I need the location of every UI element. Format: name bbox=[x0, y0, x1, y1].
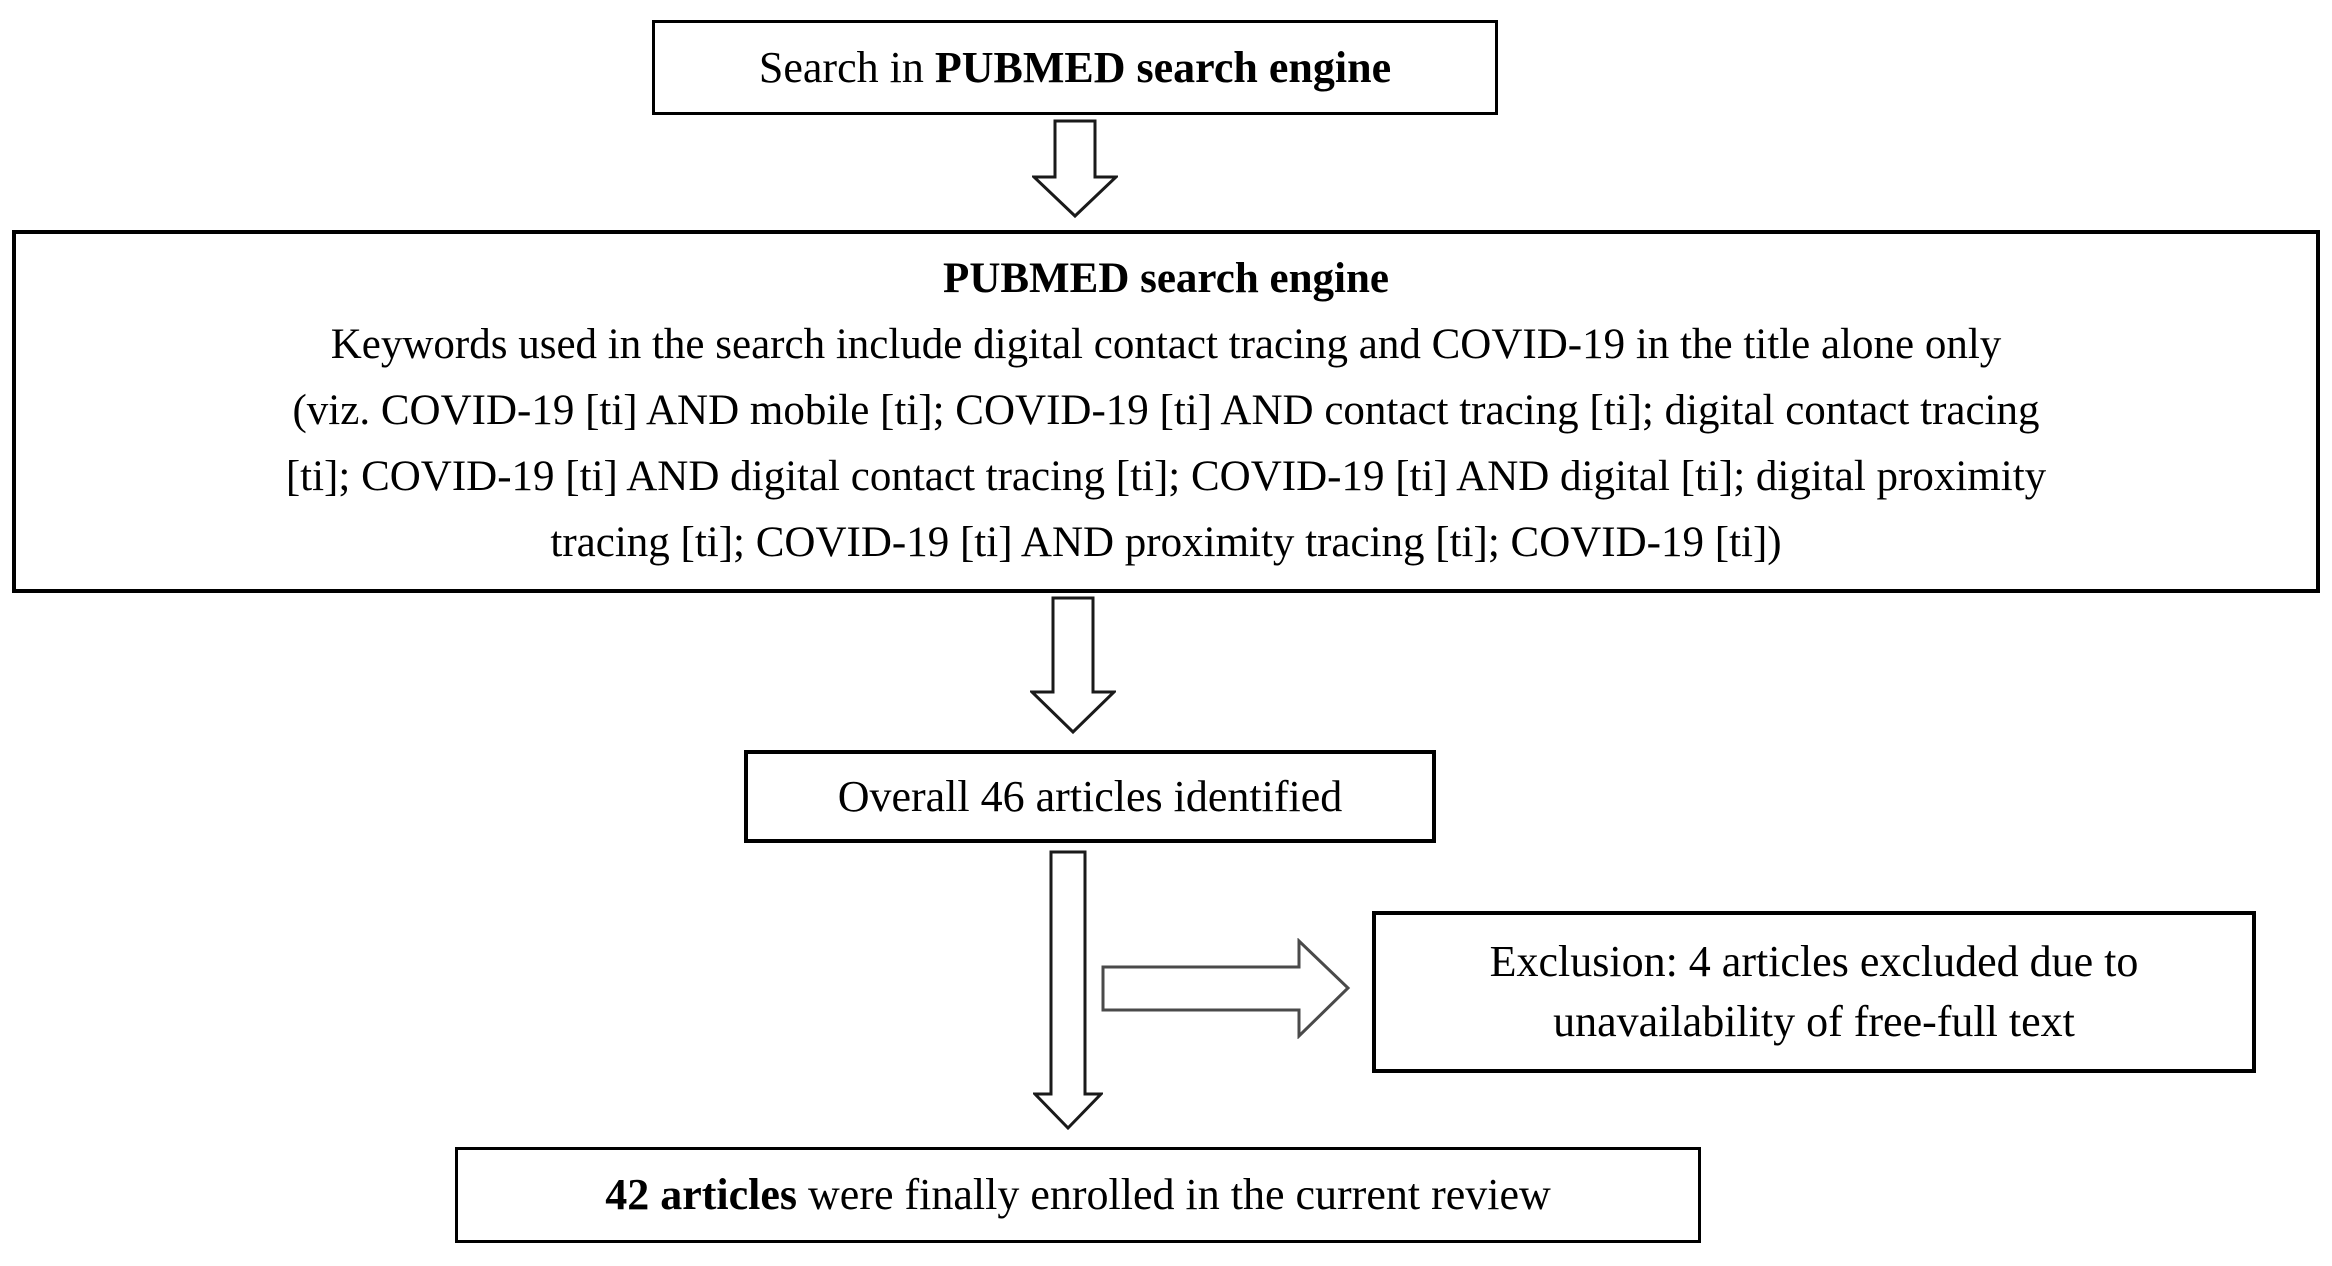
search-source-prefix: Search in bbox=[758, 42, 935, 92]
exclusion-box: Exclusion: 4 articles excluded due to un… bbox=[1372, 911, 2256, 1073]
right-arrow-icon bbox=[1101, 938, 1351, 1039]
final-enrollment-box: 42 articles were finally enrolled in the… bbox=[455, 1147, 1701, 1243]
exclusion-line-2: unavailability of free-full text bbox=[1553, 997, 2075, 1046]
search-source-engine: PUBMED search engine bbox=[934, 42, 1392, 92]
keywords-line: (viz. COVID-19 [ti] AND mobile [ti]; COV… bbox=[292, 387, 2040, 434]
keywords-line: tracing [ti]; COVID-19 [ti] AND proximit… bbox=[550, 519, 1782, 566]
identified-count-text: Overall 46 articles identified bbox=[837, 771, 1343, 821]
final-enrollment-count: 42 articles bbox=[605, 1170, 798, 1220]
keywords-line: [ti]; COVID-19 [ti] AND digital contact … bbox=[285, 453, 2047, 500]
final-enrollment-rest: were finally enrolled in the current rev… bbox=[797, 1170, 1551, 1220]
keywords-box: PUBMED search engine Keywords used in th… bbox=[12, 230, 2320, 593]
long-down-arrow-icon bbox=[1033, 850, 1103, 1131]
search-source-box: Search in PUBMED search engine bbox=[652, 20, 1498, 115]
exclusion-line-1: Exclusion: 4 articles excluded due to bbox=[1489, 937, 2139, 986]
down-arrow-icon bbox=[1030, 596, 1116, 735]
keywords-line: Keywords used in the search include digi… bbox=[330, 321, 2002, 368]
keywords-box-title: PUBMED search engine bbox=[943, 255, 1389, 302]
final-enrollment-text: 42 articles were finally enrolled in the… bbox=[605, 1166, 1551, 1223]
search-source-text: Search in PUBMED search engine bbox=[759, 39, 1391, 96]
identified-count-box: Overall 46 articles identified bbox=[744, 750, 1436, 843]
down-arrow-icon bbox=[1032, 119, 1118, 219]
